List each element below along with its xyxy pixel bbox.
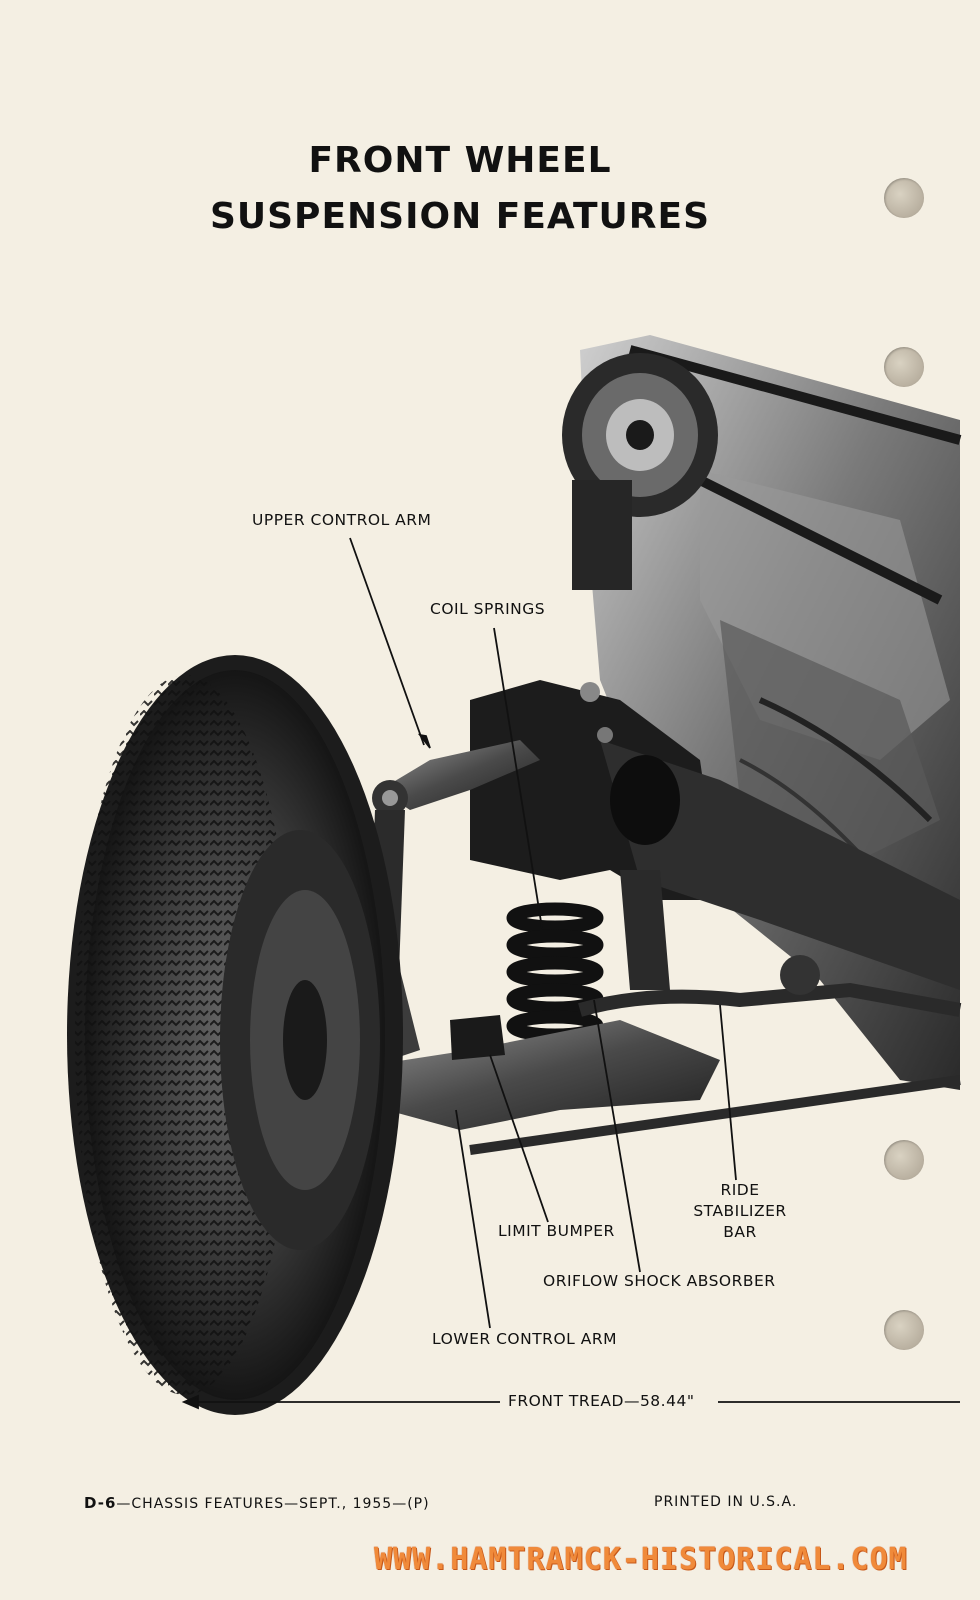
- label-upper-control-arm: UPPER CONTROL ARM: [252, 511, 432, 529]
- label-stabilizer: STABILIZER: [693, 1202, 787, 1220]
- label-ride-stabilizer-bar: RIDE STABILIZER BAR: [692, 1180, 788, 1243]
- binder-hole: [884, 1140, 924, 1180]
- watermark-url: WWW.HAMTRAMCK-HISTORICAL.COM: [374, 1542, 908, 1577]
- footer-printed: PRINTED IN U.S.A.: [654, 1494, 798, 1510]
- spring-housing: [470, 680, 960, 990]
- label-front-tread: FRONT TREAD—58.44": [504, 1392, 699, 1410]
- label-oriflow-shock-absorber: ORIFLOW SHOCK ABSORBER: [543, 1272, 776, 1290]
- label-ride: RIDE: [720, 1181, 760, 1199]
- binder-hole: [884, 347, 924, 387]
- page-title-line-2: SUSPENSION FEATURES: [209, 196, 711, 237]
- page-title-line-1: FRONT WHEEL: [308, 140, 612, 181]
- leader-lines: [181, 537, 960, 1410]
- binder-hole: [884, 1310, 924, 1350]
- label-limit-bumper: LIMIT BUMPER: [498, 1222, 615, 1240]
- stabilizer-bar: [469, 955, 962, 1155]
- label-lower-control-arm: LOWER CONTROL ARM: [432, 1330, 617, 1348]
- fan-pulley: [562, 353, 718, 590]
- footer-left: D-6—CHASSIS FEATURES—SEPT., 1955—(P): [84, 1494, 430, 1512]
- coil-spring: [506, 902, 604, 1042]
- binder-hole: [884, 178, 924, 218]
- upper-control-arm: [372, 740, 540, 816]
- footer-page-code: D-6: [84, 1494, 117, 1512]
- label-coil-springs: COIL SPRINGS: [430, 600, 546, 618]
- footer-section: —CHASSIS FEATURES—SEPT., 1955—(P): [116, 1496, 430, 1512]
- label-bar: BAR: [723, 1223, 757, 1241]
- front-tire: [67, 655, 403, 1415]
